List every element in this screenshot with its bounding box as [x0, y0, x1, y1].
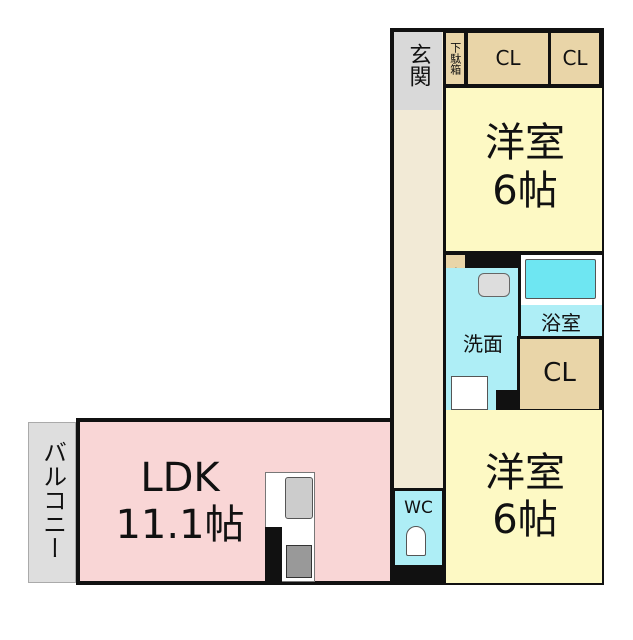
ldk-name: LDK: [140, 454, 220, 501]
toilet-icon: [406, 526, 426, 556]
wall-block-2: [496, 390, 518, 412]
western-room-2: [443, 410, 602, 583]
closet-3: [517, 336, 602, 412]
wc-label: WC: [404, 498, 433, 519]
genkan: [394, 32, 442, 110]
western-1-size: 6帖: [492, 167, 558, 214]
washroom-label: 洗面: [463, 331, 503, 356]
bathtub-icon: [525, 259, 596, 299]
closet-2-label: CL: [562, 46, 588, 70]
stove-icon: [286, 545, 312, 578]
balcony: [28, 422, 76, 583]
wall-block: [466, 252, 518, 270]
western-1-name: 洋室: [485, 119, 565, 166]
washbasin-icon: [478, 273, 510, 297]
closet-1-label: CL: [495, 46, 521, 70]
genkan-label: 玄関: [405, 43, 431, 87]
closet-1: [465, 30, 551, 87]
shoe-box-label: 下駄箱: [448, 41, 462, 75]
ldk-room: [76, 418, 394, 585]
closet-3-label: CL: [543, 358, 576, 389]
sink-icon: [285, 477, 313, 519]
washing-machine-icon: [451, 376, 488, 410]
balcony-label: バルコニー: [38, 440, 67, 560]
ldk-size: 11.1帖: [115, 502, 245, 548]
kitchen-wall: [265, 527, 282, 582]
bath-label: 浴室: [541, 310, 581, 335]
western-2-size: 6帖: [492, 496, 558, 543]
western-2-name: 洋室: [485, 449, 565, 496]
wc-wall: [392, 565, 445, 585]
